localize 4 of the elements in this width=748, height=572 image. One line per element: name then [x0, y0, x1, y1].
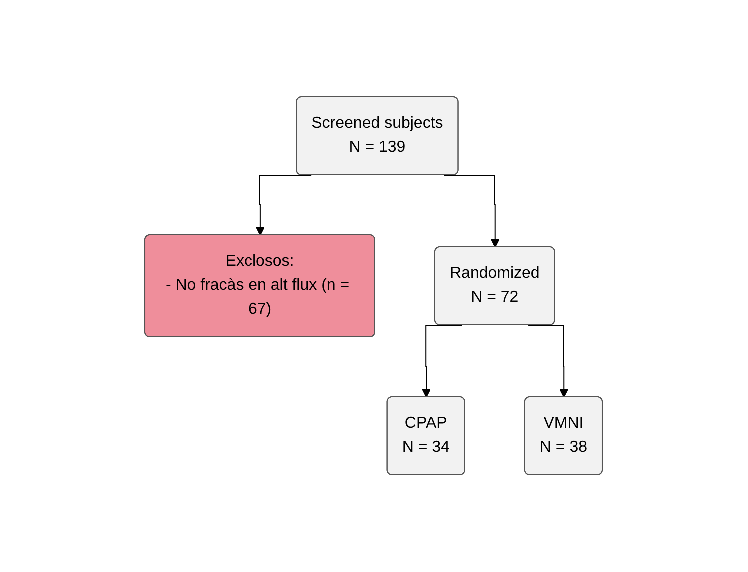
- arrow: [256, 175, 312, 236]
- arrow: [444, 175, 500, 248]
- arrow: [422, 325, 464, 398]
- arrow: [528, 325, 569, 398]
